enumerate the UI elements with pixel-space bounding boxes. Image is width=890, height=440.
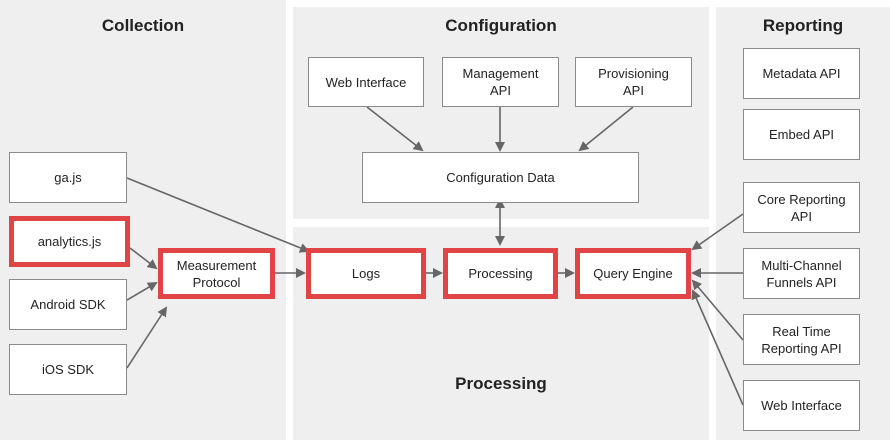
- arrow-provisioning-config: [578, 106, 634, 152]
- arrow-corereporting-query: [691, 213, 744, 251]
- configuration-data-box[interactable]: Configuration Data: [362, 152, 639, 203]
- processing-box[interactable]: Processing: [443, 248, 558, 299]
- arrow-gajs-logs: [126, 177, 310, 253]
- collection-title: Collection: [101, 16, 185, 35]
- provisioning-api-box[interactable]: Provisioning API: [575, 57, 692, 107]
- analytics-js-box[interactable]: analytics.js: [9, 216, 130, 267]
- android-sdk-box[interactable]: Android SDK: [9, 279, 127, 330]
- query-engine-box[interactable]: Query Engine: [575, 248, 691, 299]
- ga-js-box[interactable]: ga.js: [9, 152, 127, 203]
- config-web-interface-box[interactable]: Web Interface: [308, 57, 424, 107]
- reporting-web-interface-box[interactable]: Web Interface: [743, 380, 860, 431]
- processing-title: Processing: [455, 374, 547, 393]
- measurement-protocol-box[interactable]: Measurement Protocol: [158, 248, 275, 299]
- configuration-title: Configuration: [445, 16, 557, 35]
- ios-sdk-box[interactable]: iOS SDK: [9, 344, 127, 395]
- reporting-title: Reporting: [762, 16, 844, 35]
- core-reporting-api-box[interactable]: Core Reporting API: [743, 182, 860, 233]
- arrow-analytics-mp: [129, 247, 158, 270]
- arrow-ios-mp: [126, 306, 168, 369]
- logs-box[interactable]: Logs: [306, 248, 426, 299]
- arrow-webinterface-config: [366, 106, 424, 152]
- metadata-api-box[interactable]: Metadata API: [743, 48, 860, 99]
- arrow-realtime-query: [691, 279, 744, 341]
- management-api-box[interactable]: Management API: [442, 57, 559, 107]
- arrow-reportweb-query: [691, 289, 744, 406]
- arrow-android-mp: [126, 281, 158, 301]
- embed-api-box[interactable]: Embed API: [743, 109, 860, 160]
- realtime-api-box[interactable]: Real Time Reporting API: [743, 314, 860, 365]
- mcf-api-box[interactable]: Multi-Channel Funnels API: [743, 248, 860, 299]
